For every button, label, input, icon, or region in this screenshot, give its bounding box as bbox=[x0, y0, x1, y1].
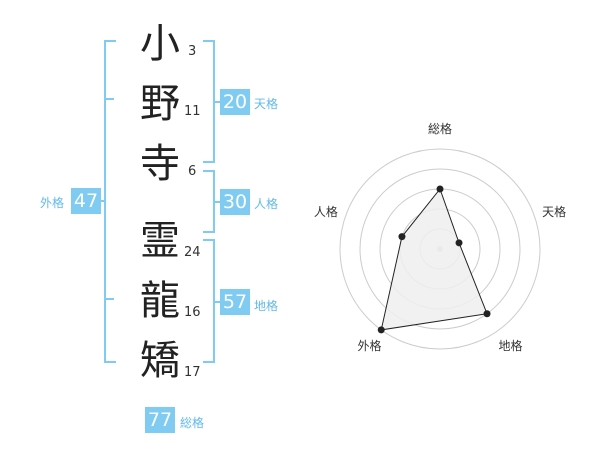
radar-ring bbox=[339, 148, 541, 350]
name-char-4: 霊 bbox=[140, 218, 180, 264]
jinkaku-label: 人格 bbox=[254, 197, 279, 211]
name-char-1: 小 bbox=[140, 21, 180, 67]
tenkaku-badge: 20 bbox=[220, 89, 250, 115]
soukaku-label: 総格 bbox=[180, 416, 205, 430]
name-char-6: 矯 bbox=[140, 338, 180, 384]
radar-point-2 bbox=[455, 239, 463, 247]
name-char-5: 龍 bbox=[140, 278, 180, 324]
gaikaku-tick-mid bbox=[96, 200, 106, 202]
stroke-count-6: 17 bbox=[184, 365, 201, 380]
tenkaku-label: 天格 bbox=[254, 97, 279, 111]
stroke-count-1: 3 bbox=[188, 44, 197, 59]
chikaku-badge: 57 bbox=[220, 289, 250, 315]
stroke-count-3: 6 bbox=[188, 164, 197, 179]
jinkaku-badge: 30 bbox=[220, 189, 250, 215]
chikaku-tick bbox=[213, 301, 221, 303]
name-char-2: 野 bbox=[140, 81, 180, 127]
soukaku-badge: 77 bbox=[145, 407, 175, 433]
radar-axis-label-4: 外格 bbox=[357, 338, 381, 353]
radar-polygon bbox=[380, 187, 488, 331]
stroke-count-4: 24 bbox=[184, 245, 201, 260]
gaikaku-badge: 47 bbox=[71, 188, 101, 214]
radar-axis-label-1: 総格 bbox=[428, 121, 452, 136]
gaikaku-tick-lower bbox=[104, 298, 114, 300]
chikaku-label: 地格 bbox=[254, 299, 279, 313]
radar-ring bbox=[359, 168, 521, 330]
jinkaku-tick bbox=[213, 201, 221, 203]
radar-axis-label-3: 地格 bbox=[499, 338, 523, 353]
gaikaku-tick-upper bbox=[104, 98, 114, 100]
radar-point-3 bbox=[483, 310, 491, 318]
gaikaku-label: 外格 bbox=[40, 196, 65, 210]
radar-axis-label-5: 人格 bbox=[314, 204, 338, 219]
stroke-count-5: 16 bbox=[184, 305, 201, 320]
name-char-3: 寺 bbox=[140, 141, 180, 187]
radar-points bbox=[377, 185, 491, 334]
radar-point-1 bbox=[436, 185, 444, 193]
tenkaku-tick bbox=[213, 101, 221, 103]
radar-point-4 bbox=[377, 326, 385, 334]
stroke-count-2: 11 bbox=[184, 104, 201, 119]
radar-point-5 bbox=[398, 233, 406, 241]
radar-axis-label-2: 天格 bbox=[542, 204, 566, 219]
